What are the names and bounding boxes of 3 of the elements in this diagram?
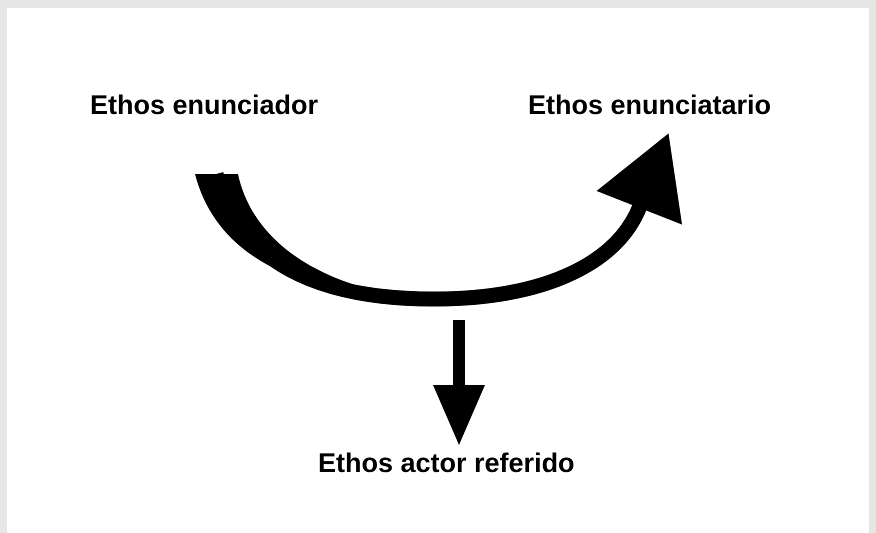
node-label: Ethos actor referido	[318, 447, 575, 480]
node-label: Ethos enunciatario	[528, 89, 772, 122]
node-label: Ethos enunciador	[90, 89, 318, 122]
